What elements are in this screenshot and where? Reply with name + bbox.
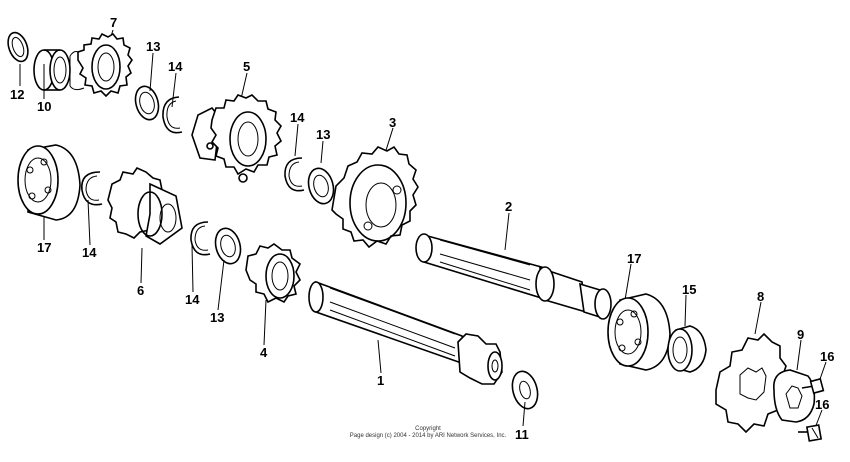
callout-17-right: 17 (627, 251, 642, 266)
callout-2: 2 (505, 199, 513, 214)
gear-part-7 (69, 32, 133, 98)
callout-14-lower: 14 (185, 292, 200, 307)
bushing-part-10 (33, 49, 71, 91)
circlip-part-14-lower (190, 221, 211, 256)
lockwasher-part-13-mid (307, 167, 335, 205)
callout-14-left: 14 (82, 245, 97, 260)
callout-16-lower: 16 (815, 397, 830, 412)
callout-15: 15 (682, 282, 697, 297)
callout-8: 8 (757, 289, 765, 304)
oilseal-part-15 (667, 325, 707, 373)
mainshaft-part-1 (308, 280, 503, 385)
washer-part-12 (7, 31, 29, 63)
callout-14-mid: 14 (290, 110, 305, 125)
callout-7: 7 (110, 15, 118, 30)
copyright-title: Copyright (415, 426, 441, 432)
callout-16-upper: 16 (820, 349, 835, 364)
leader-lines (19, 29, 827, 429)
callout-13-top: 13 (146, 39, 161, 54)
washer-part-11 (511, 370, 539, 410)
gear-part-4 (245, 243, 302, 304)
callout-10: 10 (37, 99, 52, 114)
circlip-part-14-mid (284, 157, 305, 192)
copyright-text: Page design (c) 2004 - 2014 by ARI Netwo… (349, 432, 507, 439)
fixing-plate-part-9 (773, 369, 816, 423)
callout-5: 5 (243, 59, 251, 74)
gear-part-6 (107, 166, 183, 245)
callout-17-left: 17 (37, 240, 52, 255)
bearing-part-17-right (607, 293, 671, 371)
circlip-part-14-top (162, 96, 183, 134)
callout-11: 11 (515, 427, 529, 442)
callout-12: 12 (10, 87, 25, 102)
callout-13-lower: 13 (210, 310, 225, 325)
gear-part-3 (331, 145, 419, 249)
callout-4: 4 (260, 345, 268, 360)
copyright-notice: Copyright Page design (c) 2004 - 2014 by… (338, 426, 518, 440)
callout-13-mid: 13 (316, 127, 331, 142)
bolt-part-16-lower (798, 424, 823, 442)
callout-3: 3 (389, 115, 397, 130)
circlip-part-14-left (81, 171, 103, 206)
gear-part-5 (191, 94, 282, 183)
lockwasher-part-13-lower (214, 227, 242, 265)
lockwasher-part-13-top (134, 85, 160, 121)
countershaft-part-2 (415, 233, 612, 320)
callout-9: 9 (797, 327, 805, 342)
bearing-part-17-left (17, 144, 81, 221)
callout-6: 6 (137, 283, 145, 298)
callout-14-top: 14 (168, 59, 183, 74)
callout-1: 1 (377, 373, 385, 388)
bolt-part-16-upper (801, 377, 825, 395)
